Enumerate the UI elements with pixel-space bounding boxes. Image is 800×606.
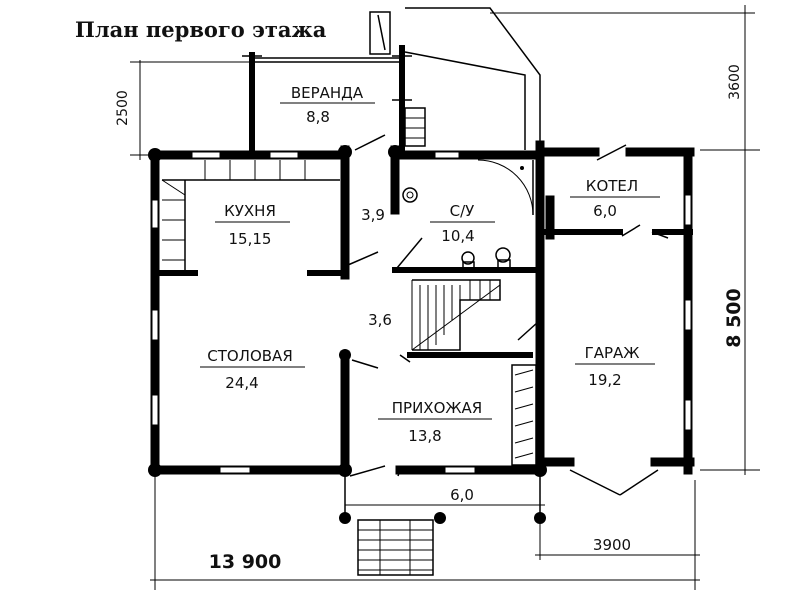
wall-posts [148,145,547,524]
entry-area: 13,8 [408,427,441,445]
garage-label: ГАРАЖ [585,344,640,362]
doors [347,134,669,496]
right-total-dimension: 8 500 [723,288,745,348]
boiler-label: КОТЕЛ [586,177,638,195]
kitchen-counters [161,160,340,270]
veranda-area: 8,8 [306,108,330,126]
dining-label: СТОЛОВАЯ [207,347,293,365]
bathroom-fixtures [402,166,524,271]
top-right-dimension: 3600 [727,64,743,100]
bottom-right-dimension: 3900 [593,536,631,554]
porch-steps [344,475,541,576]
veranda-structure [242,7,541,153]
windows [151,151,692,474]
kitchen-label: КУХНЯ [224,202,276,220]
hall-mid-area: 3,6 [368,311,392,329]
veranda-label: ВЕРАНДА [291,84,364,102]
veranda-depth-dimension: 2500 [115,90,131,126]
bathroom-label: С/У [450,202,475,220]
bathroom-area: 10,4 [441,227,474,245]
boiler-area: 6,0 [593,202,617,220]
dining-area: 24,4 [225,374,258,392]
plan-title: План первого этажа [75,17,327,42]
porch-area: 6,0 [450,486,474,504]
kitchen-area: 15,15 [229,230,272,248]
dimension-lines [130,5,760,590]
garage-area: 19,2 [588,371,621,389]
wardrobe [511,364,537,466]
stairs [411,279,501,351]
entry-label: ПРИХОЖАЯ [392,399,482,417]
hall-upper-area: 3,9 [361,206,385,224]
bottom-total-dimension: 13 900 [209,551,282,573]
